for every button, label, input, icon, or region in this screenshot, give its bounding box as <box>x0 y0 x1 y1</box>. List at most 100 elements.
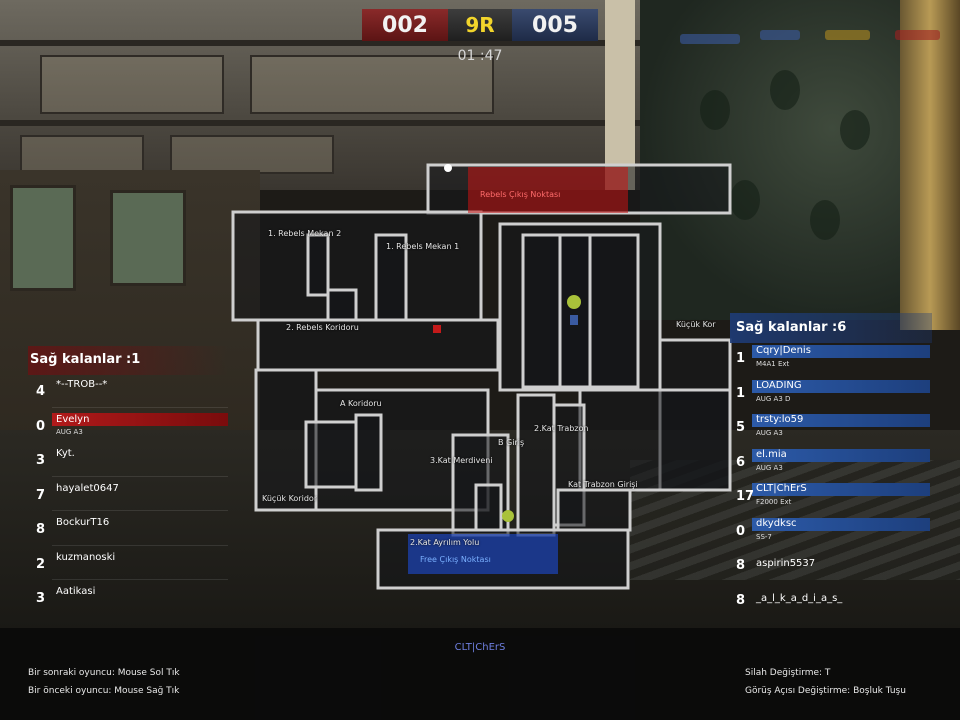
round-number: 9R <box>448 9 512 41</box>
scoreboard: 002 9R 005 <box>362 9 598 41</box>
kill-feed-entry <box>680 34 740 44</box>
map-wall <box>306 233 330 297</box>
window <box>110 190 186 286</box>
player-row[interactable]: 8 BockurT16 <box>28 513 228 548</box>
player-weapon: F2000 Ext <box>756 498 792 506</box>
player-name: Cqry|Denis <box>756 345 811 356</box>
player-weapon: AUG A3 D <box>756 394 791 403</box>
ceiling-beam <box>0 40 640 46</box>
ceiling-panel <box>20 135 144 174</box>
player-weapon: M4A1 Ext <box>756 360 790 368</box>
map-stairs <box>354 413 383 492</box>
map-label-kat-merdiveni: 3.Kat Merdiveni <box>430 456 493 465</box>
change-view-hint: Görüş Açısı Değiştirme: Boşluk Tuşu <box>745 686 906 696</box>
tactical-map: Rebels Çıkış Noktası 1. Rebels Mekan 2 1… <box>228 160 734 592</box>
player-highlight-bar <box>52 412 228 426</box>
player-number: 6 <box>736 454 746 470</box>
player-name: *--TROB--* <box>56 379 108 390</box>
player-row[interactable]: 1 Cqry|Denis M4A1 Ext <box>730 343 932 378</box>
player-row[interactable]: 6 el.mia AUG A3 <box>730 447 932 482</box>
player-alive-bar <box>752 448 930 462</box>
player-alive-bar <box>752 414 930 427</box>
player-number: 7 <box>36 487 46 503</box>
enemy-marker <box>433 325 441 333</box>
player-weapon: AUG A3 <box>756 429 783 437</box>
row-divider <box>52 579 228 580</box>
player-row[interactable]: 4 *--TROB--* <box>28 375 228 410</box>
player-number: 17 <box>736 489 755 504</box>
ceiling-panel <box>40 55 224 114</box>
player-weapon: SS-7 <box>756 532 772 541</box>
player-number: 8 <box>736 592 746 608</box>
red-team-panel: Sağ kalanlar :1 4 *--TROB--* 0 Evelyn AU… <box>28 346 228 617</box>
map-label-rebels-mekan-2: 1. Rebels Mekan 2 <box>268 229 342 238</box>
spectator-bar: CLT|ChErS Bir sonraki oyuncu: Mouse Sol … <box>0 628 960 720</box>
player-row[interactable]: 5 trsty:lo59 AUG A3 <box>730 412 932 447</box>
player-alive-bar <box>752 483 930 496</box>
kill-feed <box>660 24 950 54</box>
player-number: 3 <box>36 591 46 606</box>
wall-pattern <box>700 90 730 130</box>
kill-feed-entry <box>760 30 800 40</box>
player-row[interactable]: 7 hayalet0647 <box>28 479 228 514</box>
player-number: 0 <box>36 418 46 434</box>
player-row[interactable]: 3 Aatikasi <box>28 582 228 617</box>
map-label-rebels-koridoru: 2. Rebels Koridoru <box>286 323 359 332</box>
ceiling-beam <box>0 120 640 126</box>
player-row[interactable]: 2 kuzmanoski <box>28 548 228 583</box>
player-name: _a_l_k_a_d_i_a_s_ <box>756 592 843 604</box>
player-name: Evelyn <box>56 413 90 425</box>
player-name: Aatikasi <box>56 586 96 597</box>
player-number: 4 <box>36 384 46 399</box>
next-player-hint: Bir sonraki oyuncu: Mouse Sol Tık <box>28 668 180 678</box>
player-row[interactable]: 3 Kyt. <box>28 444 228 479</box>
map-label-a-koridoru: A Koridoru <box>340 399 382 408</box>
blue-team-score: 005 <box>512 9 598 41</box>
row-divider <box>52 406 228 408</box>
row-divider <box>52 544 228 546</box>
map-label-rebels-mekan-1: 1. Rebels Mekan 1 <box>386 242 460 251</box>
player-weapon: AUG A3 <box>756 463 783 472</box>
player-row[interactable]: 8 aspirin5537 <box>730 550 932 585</box>
player-alive-bar <box>752 379 930 393</box>
player-name: Kyt. <box>56 448 75 459</box>
player-name: aspirin5537 <box>756 558 816 569</box>
player-row[interactable]: 17 CLT|ChErS F2000 Ext <box>730 481 932 516</box>
wall-pattern <box>810 200 840 240</box>
player-name: LOADING <box>756 379 802 391</box>
player-alive-bar <box>752 517 930 531</box>
map-corridor <box>256 318 500 372</box>
player-row[interactable]: 0 dkydksc SS-7 <box>730 516 932 551</box>
player-name: BockurT16 <box>56 517 110 528</box>
player-marker <box>502 510 514 522</box>
player-row-selected[interactable]: 0 Evelyn AUG A3 <box>28 410 228 445</box>
player-weapon: AUG A3 <box>56 427 83 436</box>
window <box>10 185 76 291</box>
player-row[interactable]: 1 LOADING AUG A3 D <box>730 378 932 413</box>
map-wall <box>326 288 358 322</box>
player-name: dkydksc <box>756 517 797 529</box>
player-name: trsty:lo59 <box>756 414 804 425</box>
player-name: CLT|ChErS <box>756 483 807 494</box>
player-number: 8 <box>736 558 746 573</box>
player-row[interactable]: 8 _a_l_k_a_d_i_a_s_ <box>730 585 932 620</box>
player-number: 5 <box>736 420 746 435</box>
map-layout <box>231 163 732 590</box>
player-number: 2 <box>36 556 46 572</box>
wall-pattern <box>730 180 760 220</box>
kill-feed-entry <box>895 30 940 40</box>
swat-spawn-zone <box>408 534 558 574</box>
player-name: kuzmanoski <box>56 551 116 563</box>
swat-spawn-label: Free Çıkış Noktası <box>420 555 491 564</box>
wall-pattern <box>770 70 800 110</box>
map-room-bottom-right <box>556 488 632 532</box>
door-frame <box>605 0 635 190</box>
player-number: 8 <box>36 522 46 537</box>
blue-team-panel: Sağ kalanlar :6 1 Cqry|Denis M4A1 Ext 1 … <box>730 313 932 619</box>
map-wall <box>474 483 503 532</box>
map-label-kucuk-koridor: Küçük Koridor <box>262 494 318 503</box>
ceiling-panel <box>250 55 494 114</box>
row-divider <box>52 475 228 477</box>
objective-marker <box>444 164 452 172</box>
